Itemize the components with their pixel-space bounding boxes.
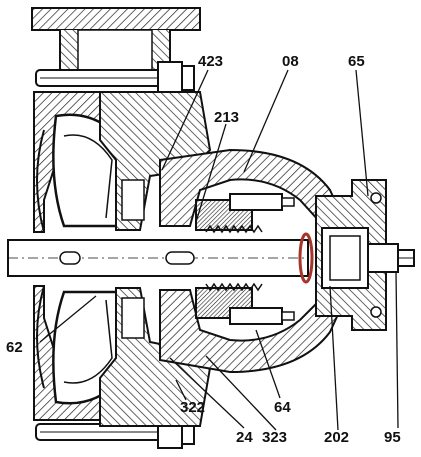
callout-95: 95 [384,429,401,446]
shaft-end-plug [367,243,415,273]
leader-lines [39,69,399,431]
callout-08: 08 [282,53,299,70]
callout-64: 64 [274,399,291,416]
shaft [7,239,309,277]
o-ring [298,232,314,284]
callout-202: 202 [324,429,349,446]
callout-322: 322 [180,399,205,416]
seal-spring [205,224,263,292]
callout-213: 213 [214,109,239,126]
callout-62: 62 [6,339,23,356]
callout-65: 65 [348,53,365,70]
callout-24: 24 [236,429,253,446]
end-cover [315,179,387,331]
seal-housing [195,193,295,325]
callout-423: 423 [198,53,223,70]
callout-323: 323 [262,429,287,446]
upper-bolt [35,61,195,95]
callout-labels: 423 08 65 213 62 322 24 323 202 64 95 [6,53,401,446]
